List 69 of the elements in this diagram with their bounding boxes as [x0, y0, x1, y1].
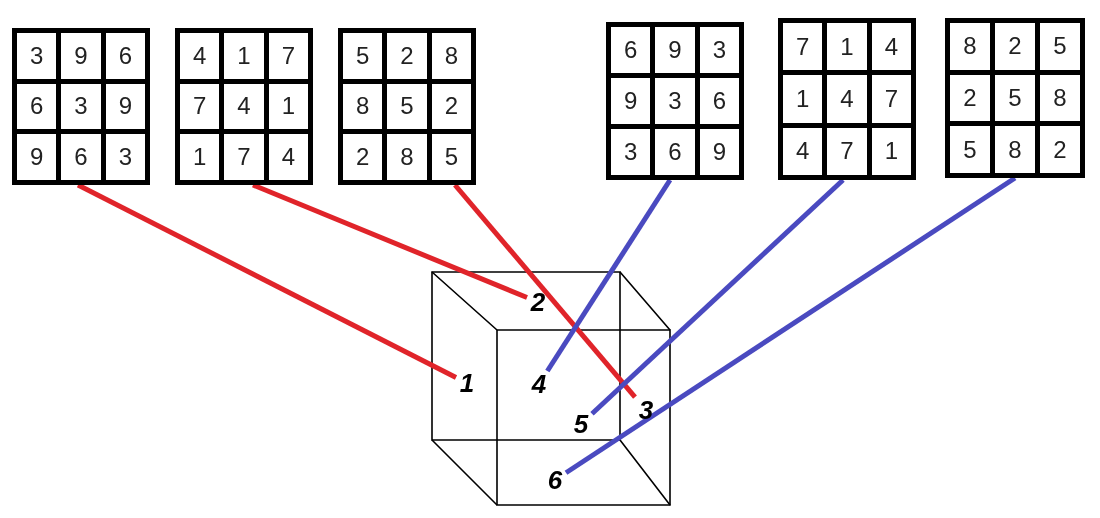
grid-digit: 1 — [840, 34, 854, 59]
grid-digit: 8 — [356, 94, 370, 119]
grid-digit: 5 — [1008, 86, 1022, 110]
grid-digit: 1 — [237, 43, 251, 68]
grid-digit: 2 — [356, 145, 370, 170]
grid-digit: 3 — [118, 145, 132, 170]
grid-digit: 8 — [963, 34, 977, 59]
grid-digit: 3 — [668, 89, 682, 113]
grid-digit: 8 — [444, 43, 458, 68]
grid-digit: 7 — [884, 87, 898, 111]
number-grid — [606, 22, 744, 180]
grid-digit: 7 — [281, 43, 295, 68]
grid-digit: 5 — [444, 145, 458, 170]
grid-digit: 9 — [624, 89, 638, 113]
grid-digit: 2 — [444, 94, 458, 119]
grid-digit: 3 — [712, 38, 726, 62]
number-grid — [778, 18, 916, 180]
face-number: 6 — [544, 467, 566, 493]
grid-digit: 1 — [796, 87, 810, 111]
grid-digit: 7 — [840, 139, 854, 164]
grid-digit: 2 — [1053, 137, 1067, 162]
grid-digit: 1 — [193, 145, 207, 170]
grid-digit: 5 — [1053, 34, 1067, 59]
grid-digit: 8 — [400, 145, 414, 170]
connector-line — [453, 183, 637, 399]
grid-digit: 6 — [668, 140, 682, 164]
grid-digit: 6 — [118, 43, 132, 68]
face-number: 3 — [635, 397, 657, 423]
grid-digit: 3 — [74, 94, 88, 119]
grid-digit: 7 — [193, 94, 207, 119]
grid-digit: 9 — [712, 140, 726, 164]
grid-digit: 2 — [1008, 34, 1022, 59]
grid-digit: 6 — [74, 145, 88, 170]
grid-digit: 9 — [118, 94, 132, 119]
face-number: 2 — [527, 289, 549, 315]
grid-digit: 1 — [281, 94, 295, 119]
face-number: 5 — [570, 411, 592, 437]
grid-digit: 8 — [1053, 86, 1067, 110]
grid-digit: 9 — [668, 38, 682, 62]
grid-digit: 8 — [1008, 137, 1022, 162]
grid-digit: 4 — [281, 145, 295, 170]
face-number: 4 — [528, 371, 550, 397]
grid-digit: 4 — [884, 34, 898, 59]
grid-digit: 3 — [30, 43, 44, 68]
grid-digit: 9 — [30, 145, 44, 170]
grid-digit: 2 — [400, 43, 414, 68]
face-number: 1 — [456, 370, 478, 396]
connector-line — [545, 178, 673, 373]
number-grid — [175, 28, 313, 185]
number-grid — [338, 28, 476, 185]
grid-digit: 5 — [356, 43, 370, 68]
grid-digit: 7 — [796, 34, 810, 59]
grid-digit: 6 — [624, 38, 638, 62]
grid-digit: 4 — [796, 139, 810, 164]
grid-digit: 4 — [840, 87, 854, 111]
grid-digit: 4 — [237, 94, 251, 119]
grid-digit: 4 — [193, 43, 207, 68]
grid-digit: 2 — [963, 86, 977, 110]
grid-digit: 6 — [30, 94, 44, 119]
grid-digit: 1 — [884, 139, 898, 164]
grid-digit: 9 — [74, 43, 88, 68]
grid-digit: 5 — [963, 137, 977, 162]
grid-digit: 3 — [624, 140, 638, 164]
number-grid — [12, 28, 150, 185]
connector-line — [590, 178, 845, 416]
grid-digit: 5 — [400, 94, 414, 119]
grid-digit: 6 — [712, 89, 726, 113]
number-grid — [945, 18, 1085, 178]
grid-digit: 7 — [237, 145, 251, 170]
